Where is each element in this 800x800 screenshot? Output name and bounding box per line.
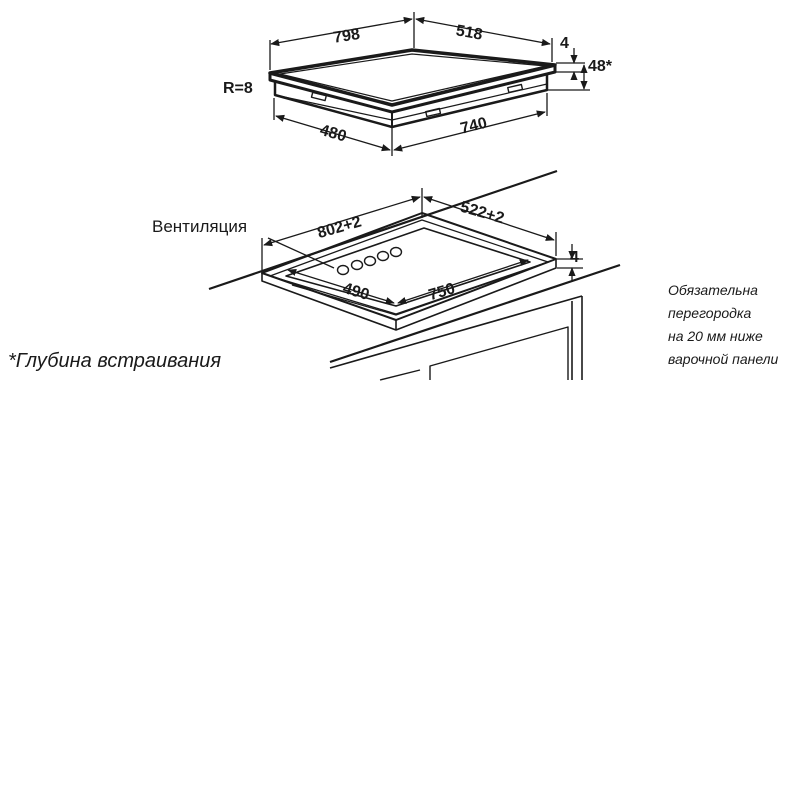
hob-glass-bevel (279, 53, 547, 102)
footnote: *Глубина встраивания (8, 350, 221, 372)
dim-line-518 (415, 16, 551, 47)
hob-bracket-left (310, 91, 327, 102)
dim-line-490 (287, 268, 395, 305)
hob-corner-radius-label: R=8 (223, 80, 253, 97)
hob-dimension-labels: 798 518 4 48* R=8 480 740 (223, 22, 613, 145)
ventilation-hole (363, 255, 377, 267)
hob-width-label: 798 (332, 26, 361, 47)
partition-note-line: перегородка (668, 305, 752, 321)
dim-line-522 (423, 196, 555, 241)
dim-line-750 (397, 259, 529, 304)
hob-glass-thickness-label: 4 (560, 35, 569, 52)
dim-line-740 (393, 110, 546, 152)
hob-drawing (268, 48, 557, 129)
worktop-back-edge (208, 169, 558, 291)
hob-bracket-right (507, 83, 524, 94)
hob-dimensions (269, 12, 590, 156)
cutout-offset-label: 4 (570, 249, 579, 266)
partition-note-line: Обязательна (668, 282, 758, 298)
hob-build-in-depth-label: 48* (588, 58, 613, 75)
hob-body-bottom (274, 83, 548, 121)
partition-note: Обязательна перегородка на 20 мм ниже ва… (668, 282, 779, 367)
cutout-dimensions (261, 188, 583, 305)
dim-line-480 (275, 114, 391, 152)
hob-body-depth-label: 480 (318, 122, 348, 146)
ventilation-hole (376, 250, 390, 262)
ventilation-holes (336, 246, 403, 276)
partition-note-line: варочной панели (668, 351, 779, 367)
ventilation-pointer (267, 237, 335, 269)
cabinet-side (329, 295, 583, 369)
cutout-depth-label: 522+2 (458, 199, 506, 228)
worktop-drawing (208, 169, 621, 381)
cabinet-door-edge (429, 326, 569, 380)
dim-line-798 (270, 16, 413, 47)
hob-body-width-label: 740 (459, 115, 489, 138)
cabinet-inner (379, 369, 421, 381)
partition-note-line: на 20 мм ниже (668, 328, 763, 344)
ventilation-hole (336, 264, 350, 276)
ventilation-hole (389, 246, 403, 258)
cutout-inner-width-label: 750 (427, 280, 458, 304)
ventilation-label: Вентиляция (152, 217, 247, 236)
ventilation-hole (350, 259, 364, 271)
dim-line-802 (263, 195, 421, 247)
hob-depth-label: 518 (455, 22, 484, 43)
cutout-outer (261, 212, 557, 321)
